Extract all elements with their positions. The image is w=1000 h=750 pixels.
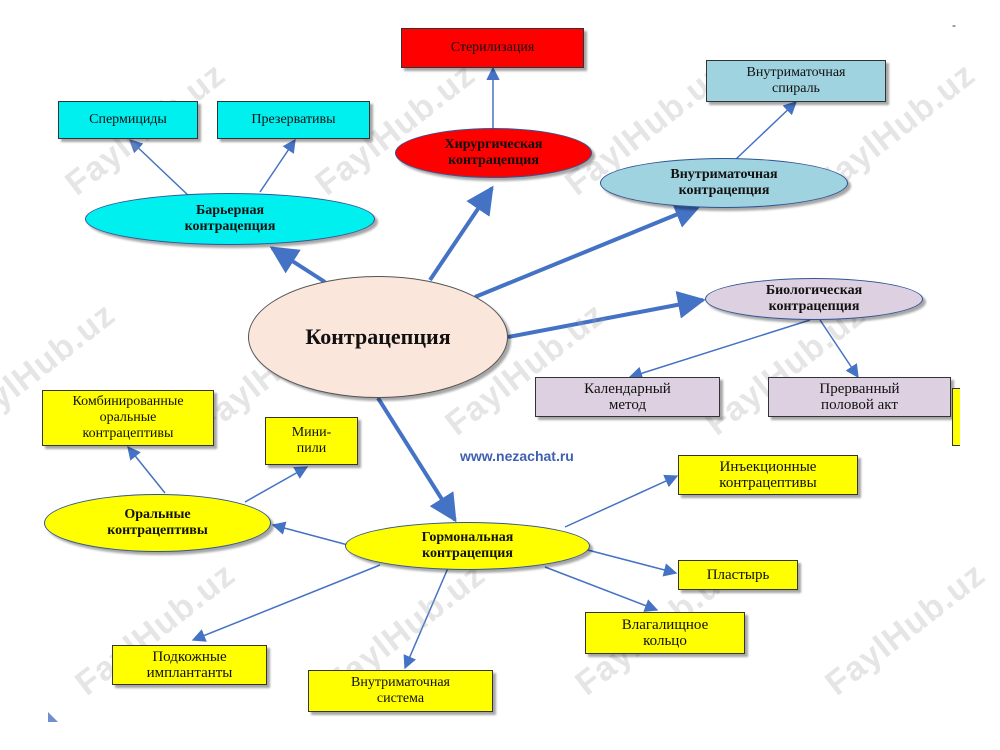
vaginal-ring-label: Влагалищное кольцо — [621, 617, 709, 649]
condoms-box: Презервативы — [217, 101, 370, 139]
arrow-barrier-condoms — [259, 138, 296, 193]
slide-marker: - — [952, 18, 956, 32]
arrow-hormonal-patch — [579, 547, 678, 577]
arrow-hormonal-ring — [544, 566, 659, 612]
oral-label: Оральные контрацептивы — [107, 507, 208, 538]
corner-decoration — [48, 712, 58, 722]
arrow-oral-combined — [127, 445, 166, 494]
iud-box: Внутриматочная спираль — [706, 60, 886, 102]
arrow-hormonal-oral — [271, 521, 349, 546]
intrauterine-label: Внутриматочная контрацепция — [670, 167, 778, 198]
condoms-label: Презервативы — [251, 112, 336, 127]
biological-node: Биологическая контрацепция — [705, 278, 923, 320]
spermicides-label: Спермициды — [89, 112, 167, 127]
arrow-biological-interrupted — [819, 319, 859, 379]
center-label: Контрацепция — [305, 324, 451, 349]
vaginal-ring-box: Влагалищное кольцо — [585, 612, 745, 654]
barrier-label: Барьерная контрацепция — [184, 203, 276, 234]
biological-label: Биологическая контрацепция — [765, 283, 863, 314]
patch-label: Пластырь — [706, 567, 770, 583]
interrupted-label: Прерванный половой акт — [819, 381, 900, 413]
implants-label: Подкожные имплантанты — [146, 649, 233, 681]
injectable-box: Инъекционные контрацептивы — [678, 455, 858, 495]
implants-box: Подкожные имплантанты — [112, 645, 267, 685]
calendar-label: Календарный метод — [584, 381, 671, 413]
intrauterine-system-box: Внутриматочная система — [308, 670, 493, 712]
arrow-biological-calendar — [628, 319, 811, 380]
arrow-center-biological — [507, 290, 706, 339]
arrow-intrauterine-iud — [734, 101, 797, 161]
sterilization-box: Стерилизация — [401, 28, 584, 68]
calendar-box: Календарный метод — [535, 377, 720, 417]
arrow-center-surgical — [428, 185, 494, 282]
arrow-center-intrauterine — [474, 201, 703, 299]
arrow-barrier-spermicides — [129, 139, 191, 198]
hormonal-label: Гормональная контрацепция — [421, 530, 514, 561]
spermicides-box: Спермициды — [58, 101, 198, 139]
oral-node: Оральные контрацептивы — [44, 494, 271, 552]
arrow-oral-minipills — [244, 466, 309, 503]
iud-label: Внутриматочная спираль — [746, 65, 846, 96]
combined-oral-box: Комбинированные оральные контрацептивы — [42, 390, 214, 446]
patch-box: Пластырь — [678, 560, 798, 590]
website-link[interactable]: www.nezachat.ru — [460, 448, 574, 464]
minipills-label: Мини- пили — [291, 425, 332, 456]
cut-off-box — [952, 388, 960, 446]
minipills-box: Мини- пили — [265, 417, 358, 465]
arrow-hormonal-injectable — [564, 474, 679, 528]
interrupted-box: Прерванный половой акт — [768, 377, 951, 417]
surgical-node: Хирургическая контрацепция — [395, 128, 592, 178]
arrow-center-hormonal — [376, 396, 457, 523]
barrier-node: Барьерная контрацепция — [85, 193, 375, 245]
combined-oral-label: Комбинированные оральные контрацептивы — [72, 394, 184, 441]
injectable-label: Инъекционные контрацептивы — [719, 459, 817, 491]
arrow-hormonal-implants — [191, 564, 381, 642]
surgical-label: Хирургическая контрацепция — [444, 137, 543, 168]
hormonal-node: Гормональная контрацепция — [345, 522, 590, 570]
sterilization-label: Стерилизация — [450, 40, 535, 55]
intrauterine-system-label: Внутриматочная система — [351, 675, 450, 706]
arrow-hormonal-system — [403, 567, 449, 670]
center-node: Контрацепция — [248, 276, 508, 398]
intrauterine-node: Внутриматочная контрацепция — [600, 158, 848, 208]
arrow-center-barrier — [269, 246, 327, 284]
